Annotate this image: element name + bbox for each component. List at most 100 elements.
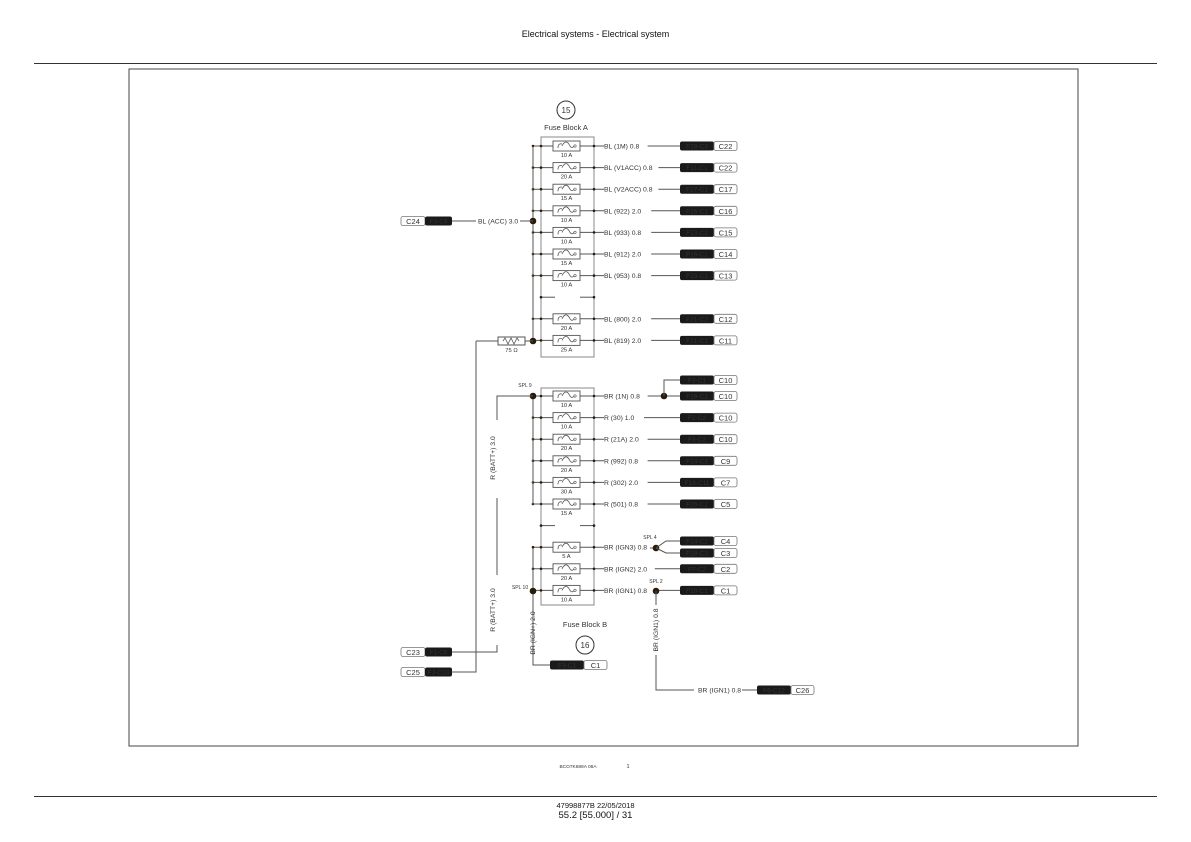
- connector-id: F10-C1: [686, 588, 708, 595]
- fuse-element-icon: [557, 249, 575, 257]
- connector-id-box: [550, 660, 584, 670]
- connector-pin: C10: [719, 414, 733, 423]
- connector-pin-box: [713, 585, 738, 596]
- wire-label: BR (IGN1) 0.8: [653, 608, 660, 651]
- connector-id: F23-C2: [686, 230, 708, 237]
- fuse-terminal-icon: [573, 187, 577, 191]
- page-header-title: Electrical systems - Electrical system: [521, 29, 670, 39]
- connector-id-box: [680, 434, 714, 444]
- terminal-dot: [539, 459, 543, 463]
- fuse-block-outline: [540, 136, 595, 358]
- connector-pin-box: [713, 270, 738, 281]
- connector-pin: C24: [406, 217, 420, 226]
- terminal-dot: [539, 317, 543, 321]
- fuse-icon: [552, 270, 581, 282]
- wire-label: BL (922) 2.0: [604, 208, 641, 215]
- connector-pin: C26: [796, 686, 810, 695]
- fuse-rating: 10 A: [561, 239, 573, 245]
- connector-id-box: [680, 227, 714, 237]
- fuse-rating: 10 A: [561, 153, 573, 159]
- connector-id-box: [425, 667, 452, 677]
- fuse-terminal-icon: [573, 480, 577, 484]
- connector-pin: C11: [719, 336, 732, 345]
- label: BR (IGN1) 0.8: [698, 688, 741, 695]
- connector-id: F21-C2: [686, 316, 708, 323]
- terminal-dot: [531, 545, 535, 549]
- wire: [655, 547, 680, 554]
- connector-id: F16-C1: [686, 208, 708, 215]
- connector-id-box: [680, 564, 714, 574]
- connector-id-box: [757, 685, 791, 695]
- connector-id: F18-C11: [685, 480, 710, 487]
- fuse-block-number: 16: [581, 641, 590, 650]
- connector-pin-box: [713, 499, 738, 509]
- fuse-rating: 15 A: [561, 511, 573, 517]
- fuse-terminal-icon: [573, 545, 577, 549]
- connector-pin: C13: [719, 272, 733, 281]
- terminal-dot: [592, 187, 596, 191]
- fuse-block-number-circle: [556, 100, 576, 120]
- fuse-terminal-icon: [573, 588, 577, 592]
- wire-label: R (BATT+) 3.0: [490, 436, 497, 480]
- fuse-rating: 20 A: [561, 446, 573, 452]
- connector-id: F3-C2: [688, 437, 706, 444]
- connector-id: F16-C2: [686, 252, 708, 259]
- wire-label: BR (IGN+) 2.0: [530, 611, 537, 654]
- terminal-dot: [539, 295, 543, 299]
- connector-pin-box: [713, 184, 738, 195]
- fuse-icon: [552, 541, 581, 553]
- connector-id: F14-C2: [686, 539, 708, 546]
- connector-pin: C2: [721, 565, 731, 574]
- terminal-dot: [592, 166, 596, 169]
- connector-pin-box: [713, 391, 738, 401]
- fuse-terminal-icon: [573, 502, 577, 506]
- connector-id-box: [680, 413, 714, 423]
- wire-label: BL (953) 0.8: [604, 273, 641, 280]
- wire-label: BL (819) 2.0: [604, 338, 641, 345]
- fuse-icon: [552, 140, 581, 152]
- terminal-dot: [539, 437, 543, 441]
- fuse-rating: 20 A: [561, 468, 573, 474]
- wire: [655, 655, 694, 691]
- fuse-element-icon: [557, 314, 575, 321]
- fuse-element-icon: [557, 228, 575, 235]
- wire-label: BR (IGN2) 2.0: [604, 566, 647, 573]
- connector-pin-box: [713, 162, 738, 173]
- fuse-rating: 20 A: [561, 175, 573, 181]
- splice-label: SPL 10: [512, 585, 528, 591]
- fuse-icon: [552, 498, 581, 510]
- connector-pin: C9: [721, 457, 731, 466]
- connector-pin: C14: [719, 250, 733, 259]
- connector-pin-box: [713, 455, 738, 466]
- fuse-terminal-icon: [573, 252, 577, 256]
- figure-image-id: BCO7K689A 08A: [559, 764, 597, 770]
- connector-pin-box: [713, 249, 738, 259]
- connector-pin: C25: [406, 668, 420, 677]
- fuse-element-icon: [557, 478, 575, 485]
- connector-pin: C12: [719, 315, 733, 324]
- fuse-terminal-icon: [573, 567, 577, 571]
- connector-pin-box: [713, 548, 738, 558]
- terminal-dot: [539, 231, 543, 234]
- terminal-dot: [539, 567, 543, 571]
- terminal-dot: [539, 524, 543, 527]
- wire-label: BR (1N) 0.8: [604, 394, 640, 401]
- connector-pin: C3: [721, 549, 731, 558]
- connector-id-box: [425, 647, 452, 657]
- fuse-icon: [552, 334, 581, 346]
- connector-pin: C1: [591, 661, 601, 670]
- wire-label: BL (933) 0.8: [604, 230, 641, 237]
- terminal-dot: [592, 317, 596, 321]
- connector-id: F3-C1: [688, 378, 706, 385]
- terminal-dot: [539, 589, 543, 592]
- fuse-icon: [552, 412, 581, 424]
- fuse-icon: [552, 455, 581, 467]
- wire-label: R (BATT+) 3.0: [490, 588, 497, 632]
- fuse-icon: [552, 563, 581, 575]
- connector-id: F6-C12: [763, 688, 785, 695]
- fuse-rating: 10 A: [561, 597, 573, 603]
- terminal-dot: [592, 339, 596, 342]
- connector-pin: C10: [719, 376, 733, 385]
- fuse-element-icon: [557, 206, 575, 213]
- connector-id-box: [680, 249, 714, 259]
